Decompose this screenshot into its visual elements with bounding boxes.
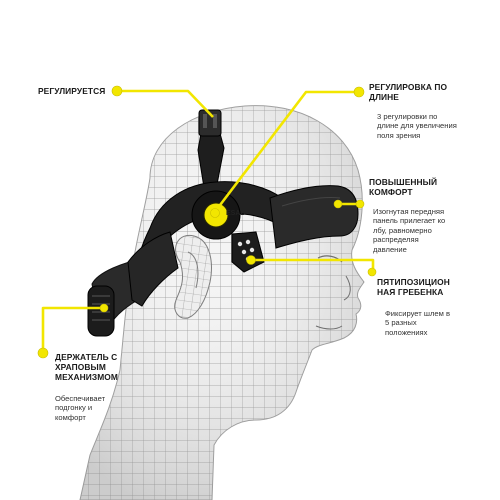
callout-comb-desc-2: 5 разных bbox=[385, 318, 417, 328]
callout-length: РЕГУЛИРОВКА ПО ДЛИНЕ 3 регулировки по дл… bbox=[369, 82, 494, 140]
callout-comb: ПЯТИПОЗИЦИОН НАЯ ГРЕБЕНКА Фиксирует шлем… bbox=[377, 277, 495, 337]
callout-ratchet-desc-2: подгонку и bbox=[55, 403, 93, 413]
callout-comb-title-2: НАЯ ГРЕБЕНКА bbox=[377, 287, 444, 297]
callout-comfort: ПОВЫШЕННЫЙ КОМФОРТ Изогнутая передняя па… bbox=[369, 177, 494, 254]
callout-comfort-desc-3: лбу, равномерно bbox=[373, 225, 432, 235]
callout-length-desc-3: поля зрения bbox=[377, 130, 421, 140]
callout-comfort-title-1: ПОВЫШЕННЫЙ bbox=[369, 177, 438, 187]
callout-ratchet-title-3: МЕХАНИЗМОМ bbox=[55, 372, 118, 382]
callout-length-title-2: ДЛИНЕ bbox=[369, 92, 399, 102]
callout-ratchet-title-2: ХРАПОВЫМ bbox=[55, 362, 106, 372]
esab-logo: ESAB bbox=[226, 210, 245, 217]
callout-comfort-desc-5: давление bbox=[373, 244, 407, 254]
callout-adjustable-title: РЕГУЛИРУЕТСЯ bbox=[38, 86, 106, 96]
callout-length-title-1: РЕГУЛИРОВКА ПО bbox=[369, 82, 448, 92]
callout-comfort-desc-2: панель прилегает ко bbox=[373, 216, 446, 226]
callout-dots bbox=[37, 85, 377, 359]
callout-ratchet-title-1: ДЕРЖАТЕЛЬ С bbox=[55, 352, 118, 362]
callout-ratchet-desc-3: комфорт bbox=[55, 412, 86, 422]
callout-length-desc-2: длине для увеличения bbox=[377, 121, 457, 131]
callout-comb-title-1: ПЯТИПОЗИЦИОН bbox=[377, 277, 450, 287]
callout-comb-desc-3: положениях bbox=[385, 327, 428, 337]
callout-comfort-desc-4: распределяя bbox=[373, 235, 419, 245]
callout-length-desc-1: 3 регулировки по bbox=[377, 112, 438, 121]
callout-ratchet: ДЕРЖАТЕЛЬ С ХРАПОВЫМ МЕХАНИЗМОМ Обеспечи… bbox=[55, 352, 175, 422]
callout-comb-desc-1: Фиксирует шлем в bbox=[385, 309, 450, 318]
callout-ratchet-desc-1: Обеспечивает bbox=[55, 394, 106, 403]
callout-comfort-desc-1: Изогнутая передняя bbox=[373, 207, 445, 216]
callout-comfort-title-2: КОМФОРТ bbox=[369, 187, 413, 197]
top-strap bbox=[197, 109, 225, 201]
